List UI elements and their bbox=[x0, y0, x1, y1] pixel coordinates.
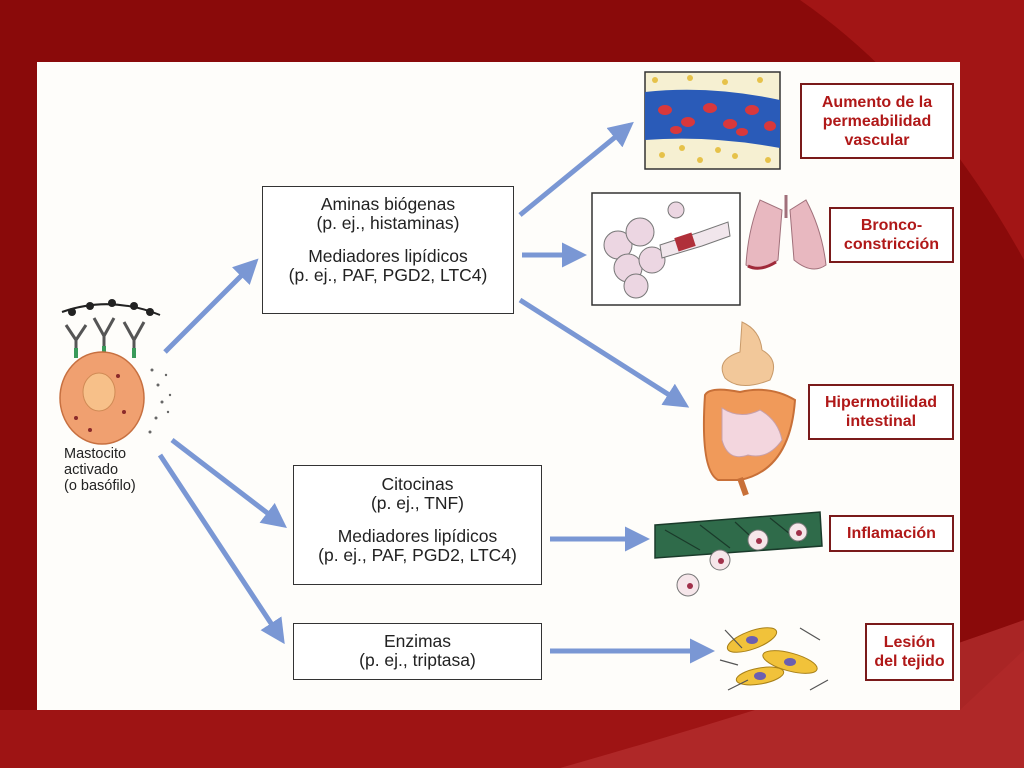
intestine-icon bbox=[702, 321, 797, 496]
broncho-label-line1: Bronco- bbox=[860, 217, 923, 234]
mast-cell-label: Mastocito activado (o basófilo) bbox=[64, 446, 136, 494]
tissue-damage-label: Lesión del tejido bbox=[865, 623, 954, 681]
broncho-label-line2: constricción bbox=[843, 236, 940, 253]
vascular-label-line1: Aumento de la bbox=[821, 93, 933, 111]
mast-cell-label-line2: activado bbox=[64, 462, 119, 478]
lipid-mediators-title: Mediadores lipídicos bbox=[308, 246, 468, 266]
diagram-panel bbox=[37, 62, 960, 710]
enzymes-example: (p. ej., triptasa) bbox=[359, 650, 476, 670]
amines-title: Aminas biógenas bbox=[320, 194, 456, 214]
intestinal-label-line2: intestinal bbox=[845, 413, 917, 430]
arrow-to-vascular bbox=[518, 121, 634, 217]
cytokines-box: Citocinas (p. ej., TNF) Mediadores lipíd… bbox=[293, 465, 542, 585]
arrow-to-amines bbox=[163, 258, 259, 354]
bronchoconstriction-label: Bronco- constricción bbox=[829, 207, 954, 263]
mast-cell-label-line3: (o basófilo) bbox=[64, 478, 136, 494]
mast-cell-label-line1: Mastocito bbox=[64, 446, 127, 462]
blood-vessel-icon bbox=[644, 71, 781, 170]
inflammation-icon bbox=[654, 511, 823, 597]
intestinal-hypermotility-label: Hipermotilidad intestinal bbox=[808, 384, 954, 440]
cytokines-title: Citocinas bbox=[381, 474, 454, 494]
cytokines-example: (p. ej., TNF) bbox=[370, 493, 465, 513]
arrow-to-cytokines bbox=[170, 438, 287, 529]
arrow-to-enzymes bbox=[157, 453, 285, 645]
amines-example: (p. ej., histaminas) bbox=[316, 213, 460, 233]
lipid-mediators-example: (p. ej., PAF, PGD2, LTC4) bbox=[288, 265, 488, 285]
vascular-permeability-label: Aumento de la permeabilidad vascular bbox=[800, 83, 954, 159]
tissue-label-line1: Lesión bbox=[883, 634, 936, 651]
inflammation-label: Inflamación bbox=[829, 515, 954, 552]
bronchi-icon bbox=[591, 192, 827, 306]
tissue-damage-icon bbox=[719, 627, 829, 691]
enzymes-title: Enzimas bbox=[383, 631, 452, 651]
mast-cell-icon bbox=[59, 299, 172, 445]
enzymes-box: Enzimas (p. ej., triptasa) bbox=[293, 623, 542, 680]
vascular-label-line2: permeabilidad bbox=[822, 112, 932, 130]
vascular-label-line3: vascular bbox=[844, 131, 910, 149]
cytokines-lipid-title: Mediadores lipídicos bbox=[337, 526, 498, 546]
tissue-label-line2: del tejido bbox=[874, 653, 945, 670]
arrow-to-intestinal bbox=[518, 297, 690, 408]
inflammation-label-line1: Inflamación bbox=[847, 525, 936, 542]
amines-box: Aminas biógenas (p. ej., histaminas) Med… bbox=[262, 186, 514, 314]
intestinal-label-line1: Hipermotilidad bbox=[824, 394, 937, 411]
cytokines-lipid-example: (p. ej., PAF, PGD2, LTC4) bbox=[318, 545, 517, 565]
